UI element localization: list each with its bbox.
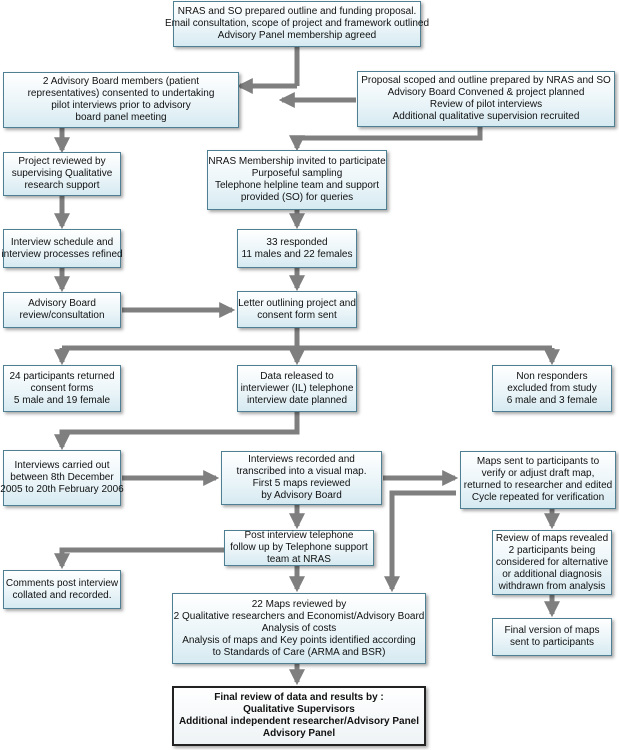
box-line: Data released to — [260, 370, 334, 382]
box-33-responded: 33 responded 11 males and 22 females — [237, 229, 357, 268]
box-final-version-maps: Final version of maps sent to participan… — [492, 618, 612, 656]
box-line: supervising Qualitative — [11, 168, 113, 179]
box-line: 2 Advisory Board members (patient — [42, 76, 200, 87]
box-line: consent forms — [30, 382, 94, 394]
box-maps-sent-verify: Maps sent to participants to verify or a… — [460, 451, 616, 509]
box-line: First 5 maps reviewed — [252, 478, 351, 489]
box-line: Interviews carried out — [14, 460, 110, 471]
box-line: 33 responded — [266, 236, 328, 248]
box-comments-post-interview: Comments post interview collated and rec… — [3, 570, 121, 609]
box-line: team at NRAS — [267, 554, 331, 565]
box-membership-invited: NRAS Membership invited to participate P… — [207, 150, 387, 210]
box-line: transcribed into a visual map. — [236, 466, 367, 477]
box-line: pilot interviews prior to advisory — [51, 100, 191, 111]
box-interviews-carried-out: Interviews carried out between 8th Decem… — [0, 450, 124, 506]
box-review-of-maps: Review of maps revealed 2 participants b… — [492, 530, 612, 595]
box-post-interview-followup: Post interview telephone follow up by Te… — [224, 530, 374, 566]
box-line: 2 participants being — [508, 544, 596, 556]
box-line: interview processes refined — [1, 248, 123, 260]
box-line: Proposal scoped and outline prepared by … — [361, 75, 611, 86]
box-line: representatives) consented to undertakin… — [27, 88, 215, 99]
box-letter-consent: Letter outlining project and consent for… — [237, 291, 357, 328]
box-line: Final version of maps — [504, 625, 600, 636]
box-line: Comments post interview — [5, 577, 119, 589]
box-line: returned to researcher and edited — [463, 480, 613, 491]
box-line: Advisory Panel membership agreed — [217, 30, 377, 41]
box-line: by Advisory Board — [261, 490, 342, 501]
box-final-review: Final review of data and results by : Qu… — [172, 686, 426, 746]
box-line: between 8th December — [10, 472, 114, 483]
box-line: verify or adjust draft map, — [481, 468, 595, 479]
arrow-b16-to-b18 — [53, 547, 224, 570]
box-line: 2005 to 20th February 2006 — [0, 484, 124, 495]
box-line: Additional independent researcher/Adviso… — [178, 716, 420, 727]
box-line: Cycle repeated for verification — [471, 492, 605, 503]
box-proposal-scoped: Proposal scoped and outline prepared by … — [357, 71, 615, 127]
box-project-reviewed: Project reviewed by supervising Qualitat… — [3, 152, 121, 196]
box-22-maps-reviewed: 22 Maps reviewed by 2 Qualitative resear… — [172, 593, 426, 664]
box-line: Additional qualitative supervision recru… — [392, 111, 580, 122]
box-proposal-prepared: NRAS and SO prepared outline and funding… — [165, 1, 429, 47]
box-24-participants: 24 participants returned consent forms 5… — [3, 365, 121, 412]
box-line: 24 participants returned — [9, 370, 115, 382]
box-line: Maps sent to participants to — [476, 456, 600, 467]
box-line: research support — [24, 180, 100, 191]
box-line: Email consultation, scope of project and… — [164, 18, 430, 29]
box-line: to Standards of Care (ARMA and BSR) — [212, 646, 386, 658]
box-advisory-board-review: Advisory Board review/consultation — [3, 292, 121, 328]
arrow-b15-to-b19 — [383, 490, 456, 593]
box-line: consent form sent — [257, 309, 337, 321]
box-line: withdrawn from analysis — [498, 580, 606, 592]
box-line: Qualitative Supervisors — [243, 704, 355, 715]
box-line: NRAS and SO prepared outline and funding… — [177, 6, 417, 17]
box-line: Analysis of maps and Key points identifi… — [182, 634, 416, 646]
box-line: 11 males and 22 females — [241, 248, 353, 260]
box-non-responders: Non responders excluded from study 6 mal… — [492, 365, 612, 412]
box-line: interviewer (IL) telephone — [240, 382, 354, 394]
arrow-b9-branch — [62, 328, 552, 351]
box-line: collated and recorded. — [12, 589, 112, 601]
box-line: Analysis of costs — [261, 622, 337, 634]
box-line: Advisory Panel — [262, 728, 336, 739]
arrow-b3-to-b5 — [288, 127, 483, 152]
box-line: Review of pilot interviews — [429, 99, 543, 110]
box-line: Letter outlining project and — [238, 297, 356, 309]
box-line: Review of maps revealed — [495, 532, 609, 544]
box-line: follow up by Telephone support — [230, 542, 368, 553]
box-line: 22 Maps reviewed by — [251, 598, 347, 610]
box-line: Interviews recorded and — [248, 454, 355, 465]
box-interviews-recorded: Interviews recorded and transcribed into… — [221, 451, 382, 505]
box-line: provided (SO) for queries — [240, 192, 354, 203]
box-line: Advisory Board — [28, 298, 96, 309]
box-interview-schedule: Interview schedule and interview process… — [1, 229, 123, 268]
box-line: excluded from study — [507, 382, 597, 394]
box-line: Project reviewed by — [18, 156, 106, 167]
box-line: Purposeful sampling — [251, 168, 343, 179]
box-line: 5 male and 19 female — [13, 394, 111, 406]
box-line: 2 Qualitative researchers and Economist/… — [173, 610, 425, 622]
arrow-b11-to-b13 — [53, 412, 300, 451]
box-line: Interview schedule and — [10, 236, 114, 248]
box-line: board panel meeting — [75, 112, 167, 123]
box-line: NRAS Membership invited to participate — [208, 156, 386, 167]
box-line: Non responders — [516, 370, 588, 382]
box-line: considered for alternative — [495, 556, 609, 568]
box-line: or additional diagnosis — [502, 568, 602, 580]
box-line: sent to participants — [510, 637, 594, 648]
box-line: Advisory Board Convened & project planne… — [387, 87, 585, 98]
box-line: 6 male and 3 female — [506, 394, 598, 406]
box-advisory-board-pilot: 2 Advisory Board members (patient repres… — [3, 72, 239, 128]
box-line: Post interview telephone — [244, 530, 354, 541]
box-data-released: Data released to interviewer (IL) teleph… — [237, 365, 357, 412]
box-line: review/consultation — [19, 310, 105, 321]
box-line: Final review of data and results by : — [214, 692, 384, 703]
box-line: interview date planned — [246, 394, 348, 406]
box-line: Telephone helpline team and support — [214, 180, 379, 191]
